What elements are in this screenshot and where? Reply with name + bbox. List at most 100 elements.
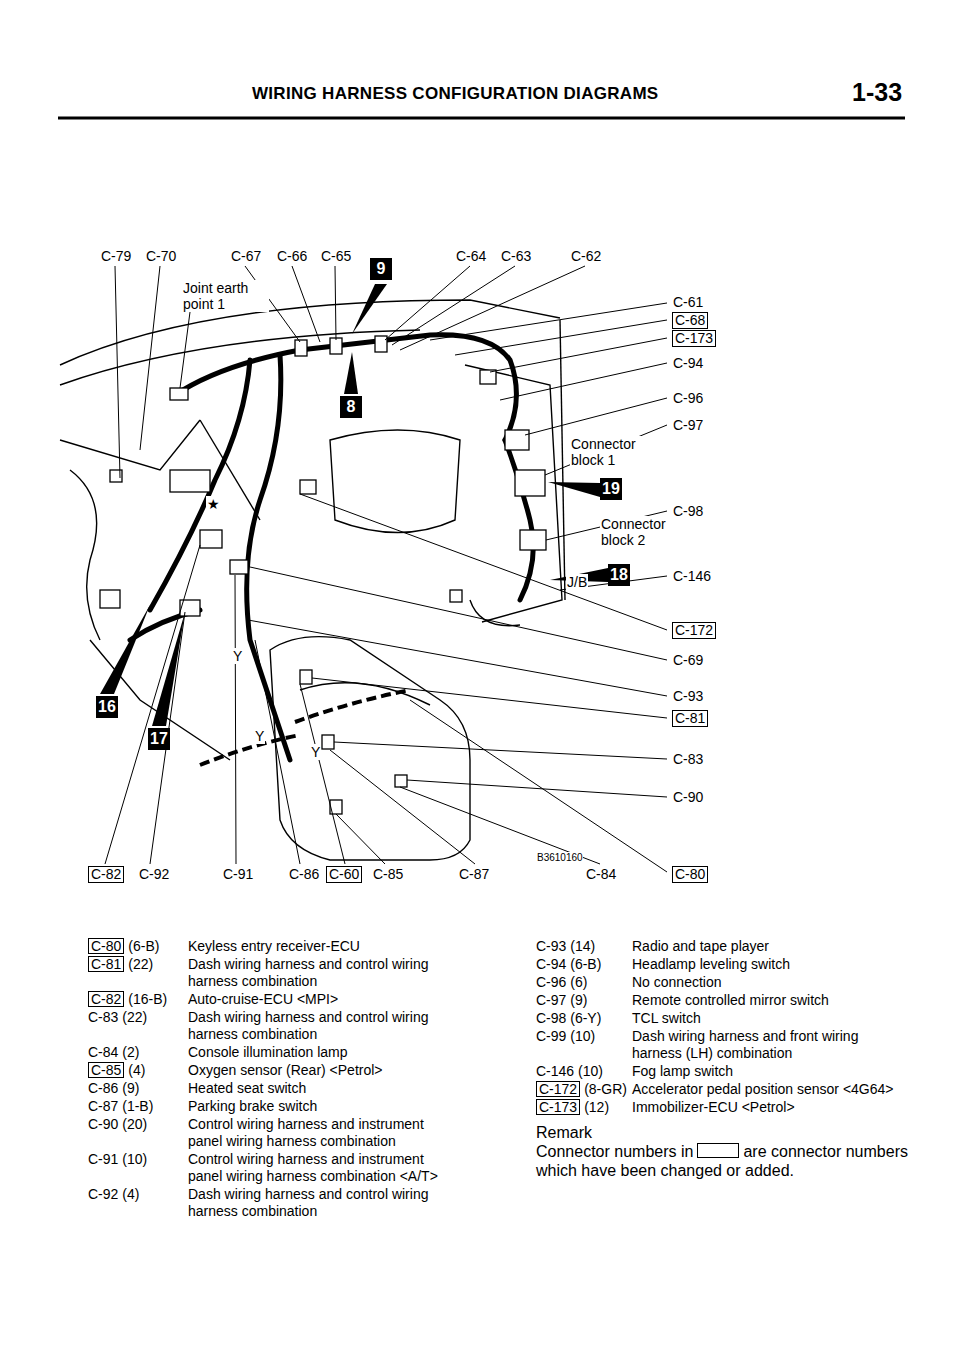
connector-number-box: C-82	[88, 866, 124, 883]
seat-harness	[295, 690, 410, 722]
connector-code: C-98 (6-Y)	[536, 1010, 632, 1027]
part-label: Y	[254, 728, 265, 744]
pin-count: (12)	[584, 1099, 609, 1116]
leader-line	[410, 700, 667, 872]
leader-line	[455, 320, 667, 355]
connector-number-box: C-80	[672, 866, 708, 883]
node-text: C-82	[91, 866, 121, 882]
leader-line	[115, 266, 120, 478]
callout-pointer	[100, 284, 608, 726]
connector-number-box: C-68	[672, 312, 708, 329]
part-label: C-91	[222, 866, 254, 882]
header-rule	[58, 117, 905, 120]
connector-code: C-173 (12)	[536, 1099, 632, 1116]
pin-count: C-93 (14)	[536, 938, 595, 955]
pin-count: C-84 (2)	[88, 1044, 139, 1061]
leader-line	[105, 266, 667, 872]
node-text: C-173	[539, 1099, 577, 1115]
connector-symbol	[395, 775, 407, 787]
node-text: 8	[347, 398, 356, 415]
connector-description: Immobilizer-ECU <Petrol>	[632, 1099, 910, 1116]
part-label: Y	[232, 648, 243, 664]
callout-pointer	[344, 352, 358, 394]
connector-description: Dash wiring harness and front wiring har…	[632, 1028, 910, 1062]
node-text: C-80	[91, 938, 121, 954]
pin-count: (6-B)	[128, 938, 159, 955]
connector-description: Control wiring harness and instrument pa…	[188, 1151, 450, 1185]
leader-line	[300, 684, 345, 864]
vehicle-outline	[60, 300, 565, 860]
connector-number-box: C-172	[536, 1081, 580, 1097]
connector-table: C-93 (14)Radio and tape playerC-94 (6-B)…	[536, 938, 910, 1180]
connector-code: C-97 (9)	[536, 992, 632, 1009]
part-label: C-84	[585, 866, 617, 882]
leader-line	[392, 266, 515, 345]
leader-line	[300, 494, 667, 630]
connector-code: C-90 (20)	[88, 1116, 188, 1150]
connector-number-box: C-85	[88, 1062, 124, 1078]
vehicle-outline	[300, 683, 430, 705]
pin-count: C-87 (1-B)	[88, 1098, 153, 1115]
pin-count: C-99 (10)	[536, 1028, 595, 1045]
connector-number-box: C-80	[88, 938, 124, 954]
connector-symbol	[520, 530, 546, 550]
part-label: C-69	[672, 652, 704, 668]
connector-description: Dash wiring harness and control wiring h…	[188, 956, 450, 990]
connector-symbol	[170, 388, 188, 400]
leader-line	[105, 545, 200, 864]
node-text: C-81	[91, 956, 121, 972]
connector-description: Accelerator pedal position sensor <4G64>	[632, 1081, 910, 1098]
connector-code: C-87 (1-B)	[88, 1098, 188, 1115]
part-label: C-146	[672, 568, 712, 584]
callout-number: 18	[608, 564, 630, 586]
connector-symbol	[230, 560, 248, 574]
node-text: C-172	[675, 622, 713, 638]
pin-count: C-94 (6-B)	[536, 956, 601, 973]
connector-description: No connection	[632, 974, 910, 991]
connector-table: C-80(6-B)Keyless entry receiver-ECUC-81(…	[88, 938, 450, 1220]
wiring-harness	[505, 440, 533, 600]
node-text: C-80	[675, 866, 705, 882]
vehicle-outline	[70, 470, 100, 640]
leader-line	[250, 567, 667, 660]
node-text: C-81	[675, 710, 705, 726]
part-label: C-66	[276, 248, 308, 264]
part-label: C-79	[100, 248, 132, 264]
callout-pointer	[152, 612, 185, 726]
connector-symbol	[480, 370, 496, 384]
node-text: 16	[98, 698, 116, 715]
connector-symbol	[322, 735, 334, 749]
part-label: C-70	[145, 248, 177, 264]
node-text: 19	[602, 480, 620, 497]
pin-count: C-96 (6)	[536, 974, 587, 991]
leader-line	[500, 363, 667, 400]
connector-description: Auto-cruise-ECU <MPI>	[188, 991, 450, 1008]
pin-count: (16-B)	[128, 991, 167, 1008]
connector-number-box: C-81	[88, 956, 124, 972]
part-label: J/B	[566, 574, 588, 590]
connector-description: Oxygen sensor (Rear) <Petrol>	[188, 1062, 450, 1079]
connector-number-box: C-172	[672, 622, 716, 639]
part-label: C-63	[500, 248, 532, 264]
connector-symbol	[300, 670, 312, 684]
leader-line	[400, 266, 585, 350]
pin-count: C-83 (22)	[88, 1009, 147, 1026]
connector-code: C-84 (2)	[88, 1044, 188, 1061]
part-label: Connector block 1	[570, 436, 650, 468]
remark-text: Connector numbers in	[536, 1143, 693, 1160]
leader-line	[336, 814, 385, 864]
part-label: C-86	[288, 866, 320, 882]
leader-line	[255, 640, 300, 864]
connector-code: C-82(16-B)	[88, 991, 188, 1008]
remark-heading: Remark	[536, 1123, 910, 1142]
seat-harness	[200, 735, 300, 765]
connector-description: Heated seat switch	[188, 1080, 450, 1097]
node-text: C-85	[91, 1062, 121, 1078]
leader-line	[235, 575, 236, 864]
connector-symbol	[170, 470, 210, 492]
connector-number-box: C-81	[672, 710, 708, 727]
leader-line	[140, 266, 160, 450]
leader-line	[150, 612, 185, 864]
part-label: C-85	[372, 866, 404, 882]
